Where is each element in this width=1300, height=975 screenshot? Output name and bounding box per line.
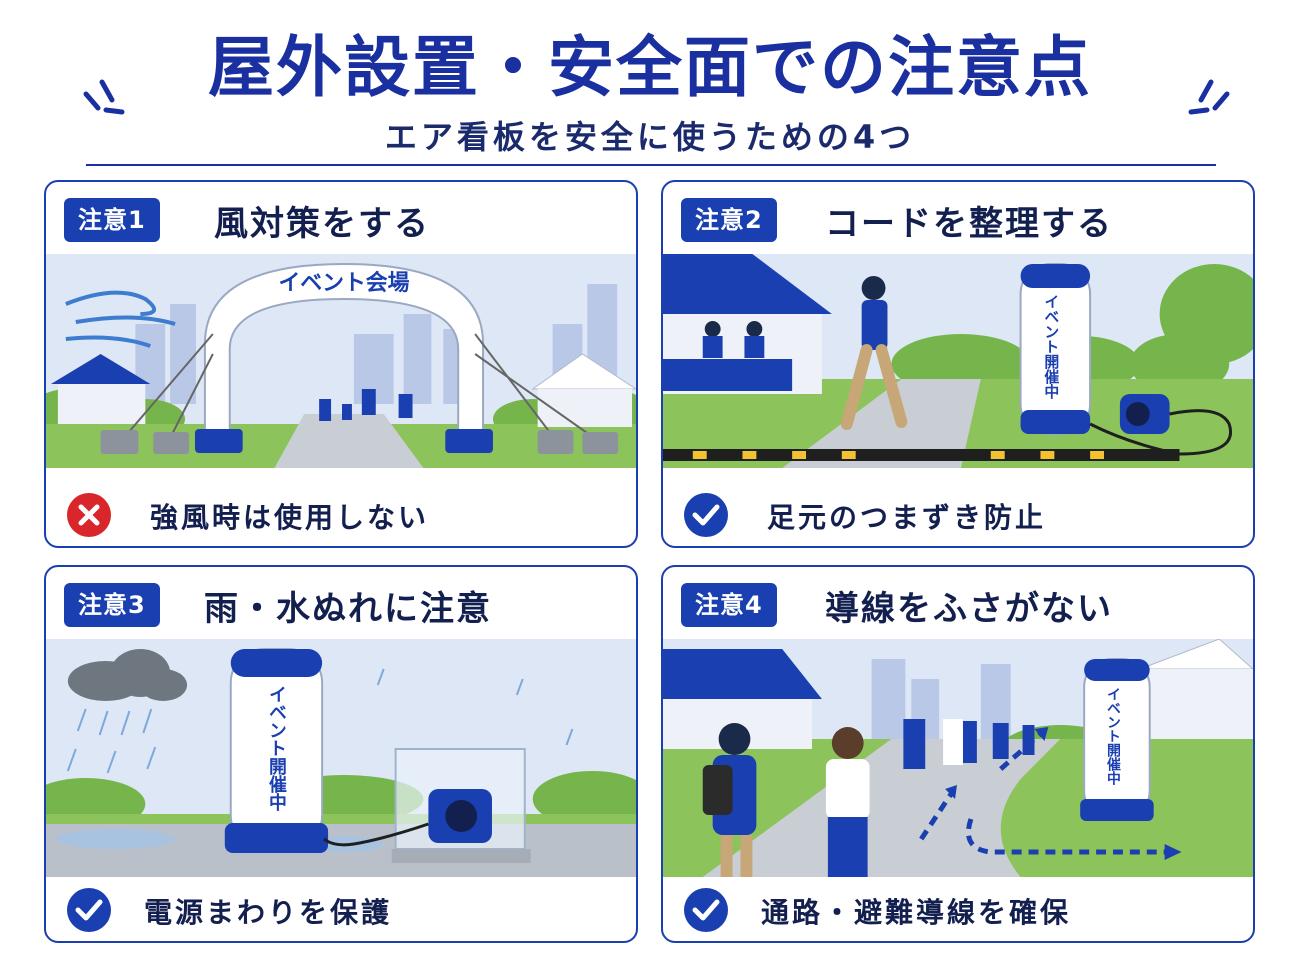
check-icon <box>67 888 111 932</box>
arch-sign-text: イベント会場 <box>278 270 409 296</box>
cylinder-sign-text: イベント開催中 <box>266 685 287 812</box>
card-footer: 足元のつまずき防止 <box>663 484 1253 546</box>
cross-icon <box>67 493 111 537</box>
card-note: 通路・避難導線を確保 <box>761 896 1072 929</box>
cord-scene-illustration: イベント開催中 <box>663 254 1253 468</box>
cylinder-sign-text: イベント開催中 <box>1042 294 1060 400</box>
card-footer: 通路・避難導線を確保 <box>663 879 1253 941</box>
card-note: 強風時は使用しない <box>150 501 430 534</box>
card-title: 風対策をする <box>214 204 430 244</box>
card-footer: 強風時は使用しない <box>46 484 636 546</box>
card-note: 電源まわりを保護 <box>144 896 393 929</box>
caution-badge: 注意1 <box>64 198 160 242</box>
header: 屋外設置・安全面での注意点 エア看板を安全に使うための4つ <box>0 0 1300 168</box>
cylinder-sign-text: イベント開催中 <box>1105 687 1121 786</box>
page-title: 屋外設置・安全面での注意点 <box>208 29 1092 106</box>
caution-card-cords: 注意2 コードを整理する イベント開催中 <box>661 180 1255 548</box>
card-header: 注意4 導線をふさがない <box>663 567 1253 639</box>
caution-card-pathway: 注意4 導線をふさがない <box>661 565 1255 943</box>
card-title: 導線をふさがない <box>825 589 1113 629</box>
card-title: 雨・水ぬれに注意 <box>204 589 492 629</box>
card-header: 注意3 雨・水ぬれに注意 <box>46 567 636 639</box>
check-icon <box>684 888 728 932</box>
emphasis-lines-icon <box>1188 79 1230 115</box>
rain-scene-illustration: イベント開催中 <box>46 639 636 877</box>
card-header: 注意2 コードを整理する <box>663 182 1253 254</box>
card-header: 注意1 風対策をする <box>46 182 636 254</box>
caution-badge: 注意3 <box>64 583 160 627</box>
card-footer: 電源まわりを保護 <box>46 879 636 941</box>
header-divider <box>86 164 1216 166</box>
caution-card-wind: 注意1 風対策をする <box>44 180 638 548</box>
card-title: コードを整理する <box>825 204 1113 244</box>
caution-badge: 注意2 <box>681 198 777 242</box>
card-note: 足元のつまずき防止 <box>767 501 1047 534</box>
page-subtitle: エア看板を安全に使うための4つ <box>384 118 916 156</box>
caution-badge: 注意4 <box>681 583 777 627</box>
caution-card-rain: 注意3 雨・水ぬれに注意 <box>44 565 638 943</box>
pathway-scene-illustration: イベント開催中 <box>663 639 1253 877</box>
wind-scene-illustration: イベント会場 <box>46 254 636 468</box>
check-icon <box>684 493 728 537</box>
emphasis-lines-icon <box>83 79 125 115</box>
